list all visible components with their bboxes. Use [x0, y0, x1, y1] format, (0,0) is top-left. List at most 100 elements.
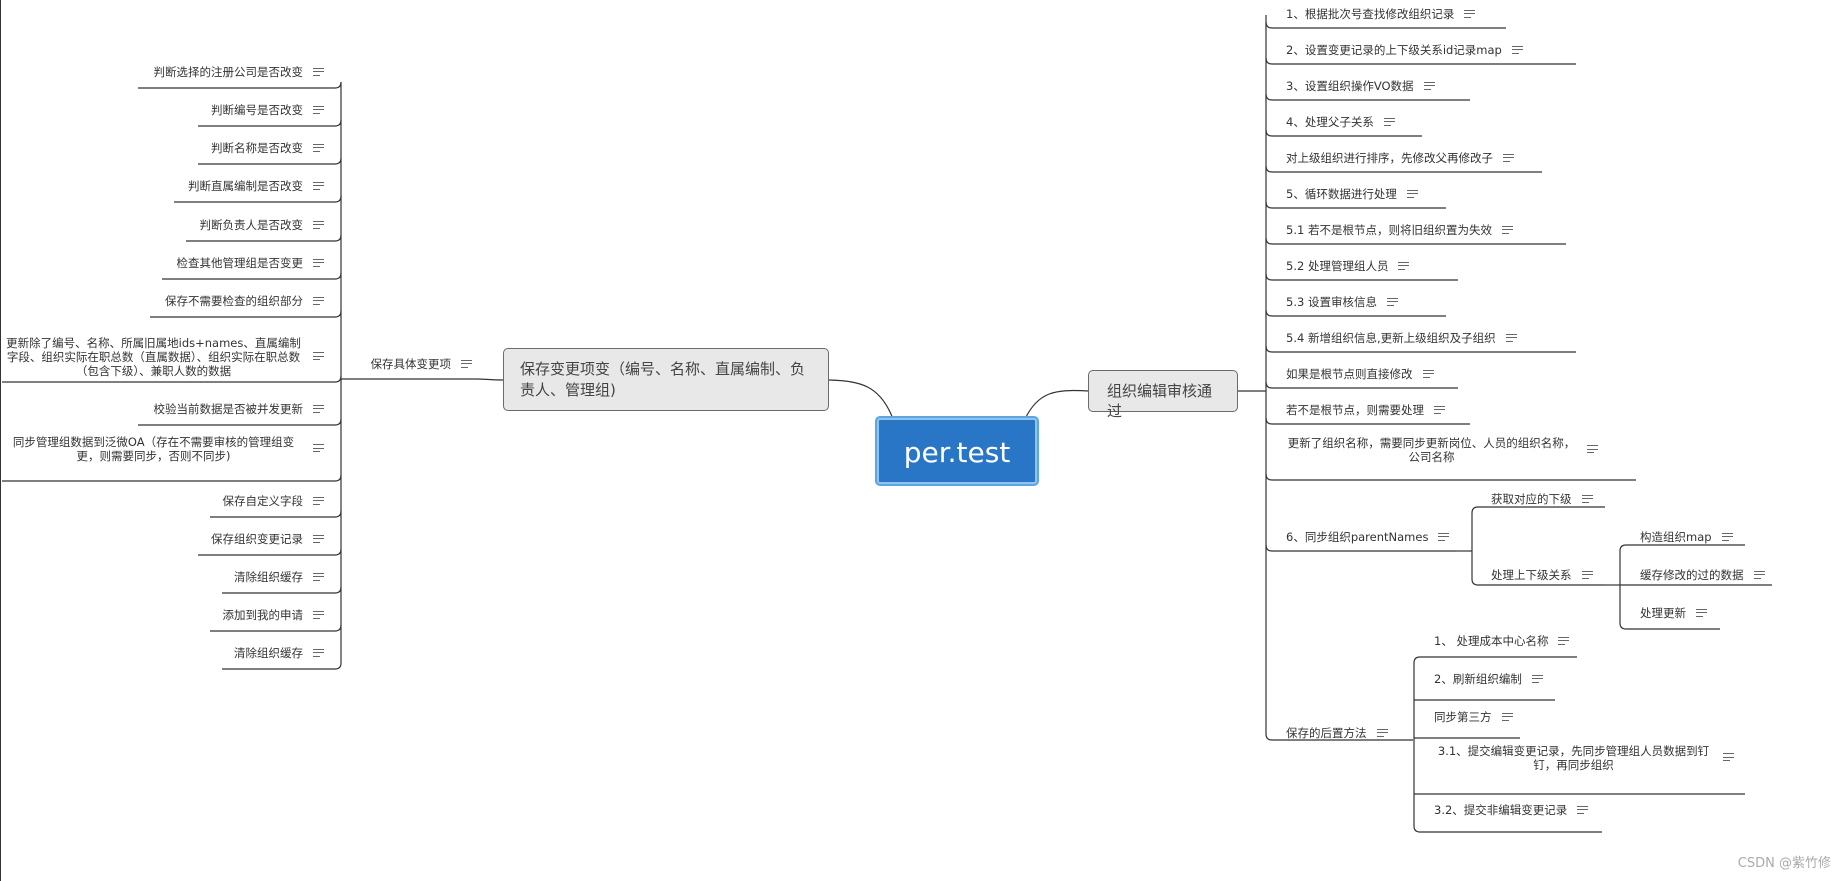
relation-step-1[interactable]: 构造组织map — [1640, 530, 1733, 544]
right-main-topic[interactable]: 组织编辑审核通过 — [1088, 370, 1238, 420]
left-leaf-4-label: 判断直属编制是否改变 — [188, 179, 303, 193]
connector-line — [1619, 544, 1745, 552]
left-leaf-14[interactable]: 添加到我的申请 — [223, 608, 324, 622]
sync-handle-relations[interactable]: 处理上下级关系 — [1491, 568, 1593, 582]
post-step-3[interactable]: 同步第三方 — [1434, 710, 1513, 724]
right-leaf-13[interactable]: 更新了组织名称，需要同步更新岗位、人员的组织名称，公司名称 — [1286, 436, 1598, 464]
relation-step-2[interactable]: 缓存修改的过的数据 — [1640, 568, 1765, 582]
right-leaf-7[interactable]: 5.1 若不是根节点，则将旧组织置为失效 — [1286, 223, 1513, 237]
right-leaf-3[interactable]: 3、设置组织操作VO数据 — [1286, 79, 1435, 93]
connector-line — [222, 662, 342, 670]
right-leaf-1-label: 1、根据批次号查找修改组织记录 — [1286, 7, 1455, 21]
connector-line — [1024, 389, 1089, 420]
left-leaf-7[interactable]: 保存不需要检查的组织部分 — [165, 294, 324, 308]
post-step-2-label: 2、刷新组织编制 — [1434, 672, 1522, 686]
connector-line — [1265, 165, 1542, 173]
sync-get-children[interactable]: 获取对应的下级 — [1491, 492, 1593, 506]
connector-line — [198, 119, 342, 127]
right-leaf-2[interactable]: 2、设置变更记录的上下级关系id记录map — [1286, 43, 1523, 57]
relation-step-1-label: 构造组织map — [1640, 530, 1712, 544]
left-leaf-5[interactable]: 判断负责人是否改变 — [200, 218, 324, 232]
left-leaf-9[interactable]: 校验当前数据是否被并发更新 — [154, 402, 324, 416]
note-lines-icon — [1558, 636, 1570, 645]
left-leaf-13-label: 清除组织缓存 — [234, 570, 303, 584]
left-leaf-12-label: 保存组织变更记录 — [211, 532, 303, 546]
note-lines-icon — [1438, 532, 1450, 541]
connector-line — [1265, 201, 1446, 209]
note-lines-icon — [313, 534, 324, 543]
root-topic[interactable]: per.test — [877, 418, 1037, 484]
note-lines-icon — [1696, 608, 1707, 617]
left-leaf-15[interactable]: 清除组织缓存 — [234, 646, 324, 660]
left-sub-topic[interactable]: 保存具体变更项 — [371, 357, 472, 371]
connector-line — [1265, 21, 1506, 29]
right-leaf-6[interactable]: 5、循环数据进行处理 — [1286, 187, 1418, 201]
note-lines-icon — [313, 220, 324, 229]
right-leaf-9-label: 5.3 设置审核信息 — [1286, 295, 1377, 309]
note-lines-icon — [313, 143, 324, 152]
right-leaf-12[interactable]: 若不是根节点，则需要处理 — [1286, 403, 1445, 417]
connector-line — [2, 474, 342, 482]
note-lines-icon — [313, 610, 324, 619]
post-step-5[interactable]: 3.2、提交非编辑变更记录 — [1434, 803, 1589, 817]
connector-line — [1265, 733, 1413, 741]
root-topic-label: per.test — [903, 436, 1011, 469]
right-leaf-4[interactable]: 4、处理父子关系 — [1286, 115, 1395, 129]
left-leaf-11[interactable]: 保存自定义字段 — [223, 494, 324, 508]
left-main-topic[interactable]: 保存变更项变（编号、名称、直属编制、负责人、管理组) — [503, 348, 829, 411]
right-leaf-5[interactable]: 对上级组织进行排序，先修改父再修改子 — [1286, 151, 1514, 165]
right-leaf-12-label: 若不是根节点，则需要处理 — [1286, 403, 1424, 417]
note-lines-icon — [1577, 805, 1589, 814]
left-leaf-10-label: 同步管理组数据到泛微OA（存在不需要审核的管理组变更，则需要同步，否则不同步) — [12, 435, 295, 463]
left-leaf-1[interactable]: 判断选择的注册公司是否改变 — [153, 65, 324, 79]
post-step-1[interactable]: 1、 处理成本中心名称 — [1434, 634, 1570, 648]
sync-handle-relations-label: 处理上下级关系 — [1491, 568, 1572, 582]
right-leaf-11[interactable]: 如果是根节点则直接修改 — [1286, 367, 1434, 381]
note-lines-icon — [313, 404, 324, 413]
left-leaf-13[interactable]: 清除组织缓存 — [234, 570, 324, 584]
left-leaf-3[interactable]: 判断名称是否改变 — [211, 141, 324, 155]
left-leaf-6[interactable]: 检查其他管理组是否变更 — [177, 256, 324, 270]
note-lines-icon — [1511, 45, 1523, 54]
note-lines-icon — [313, 105, 324, 114]
left-leaf-10[interactable]: 同步管理组数据到泛微OA（存在不需要审核的管理组变更，则需要同步，否则不同步) — [4, 435, 324, 463]
post-step-4-label: 3.1、提交编辑变更记录，先同步管理组人员数据到钉钉，再同步组织 — [1437, 744, 1710, 772]
right-leaf-9[interactable]: 5.3 设置审核信息 — [1286, 295, 1398, 309]
right-leaf-11-label: 如果是根节点则直接修改 — [1286, 367, 1413, 381]
left-leaf-2[interactable]: 判断编号是否改变 — [211, 103, 324, 117]
note-lines-icon — [313, 67, 324, 76]
right-main-topic-label: 组织编辑审核通过 — [1107, 382, 1213, 420]
post-step-4[interactable]: 3.1、提交编辑变更记录，先同步管理组人员数据到钉钉，再同步组织 — [1434, 744, 1734, 772]
connector-line — [1265, 237, 1566, 245]
left-leaf-8[interactable]: 更新除了编号、名称、所属旧属地ids+names、直属编制字段、组织实际在职总数… — [4, 336, 324, 378]
relation-step-3[interactable]: 处理更新 — [1640, 606, 1707, 620]
post-step-2[interactable]: 2、刷新组织编制 — [1434, 672, 1543, 686]
connector-line — [1265, 473, 1636, 481]
left-edge-border — [0, 0, 1, 881]
connector-line — [1471, 506, 1605, 514]
left-leaf-4[interactable]: 判断直属编制是否改变 — [188, 179, 324, 193]
connector-line — [1265, 309, 1446, 317]
note-lines-icon — [313, 296, 324, 305]
right-leaf-10[interactable]: 5.4 新增组织信息,更新上级组织及子组织 — [1286, 331, 1517, 345]
right-leaf-8[interactable]: 5.2 处理管理组人员 — [1286, 259, 1410, 273]
note-lines-icon — [313, 258, 324, 267]
right-leaf-1[interactable]: 1、根据批次号查找修改组织记录 — [1286, 7, 1476, 21]
sync-parent-names[interactable]: 6、同步组织parentNames — [1286, 530, 1450, 544]
note-lines-icon — [1503, 153, 1514, 162]
connector-line — [198, 157, 342, 165]
note-lines-icon — [1422, 369, 1434, 378]
connector-line — [1265, 544, 1456, 552]
note-lines-icon — [1501, 225, 1513, 234]
connector-line — [1265, 57, 1576, 65]
post-methods[interactable]: 保存的后置方法 — [1286, 726, 1388, 740]
left-leaf-1-label: 判断选择的注册公司是否改变 — [153, 65, 304, 79]
post-methods-label: 保存的后置方法 — [1286, 726, 1367, 740]
note-lines-icon — [313, 572, 324, 581]
left-leaf-12[interactable]: 保存组织变更记录 — [211, 532, 324, 546]
connector-line — [1265, 381, 1458, 389]
note-lines-icon — [1723, 753, 1734, 761]
connector-line — [186, 234, 342, 242]
